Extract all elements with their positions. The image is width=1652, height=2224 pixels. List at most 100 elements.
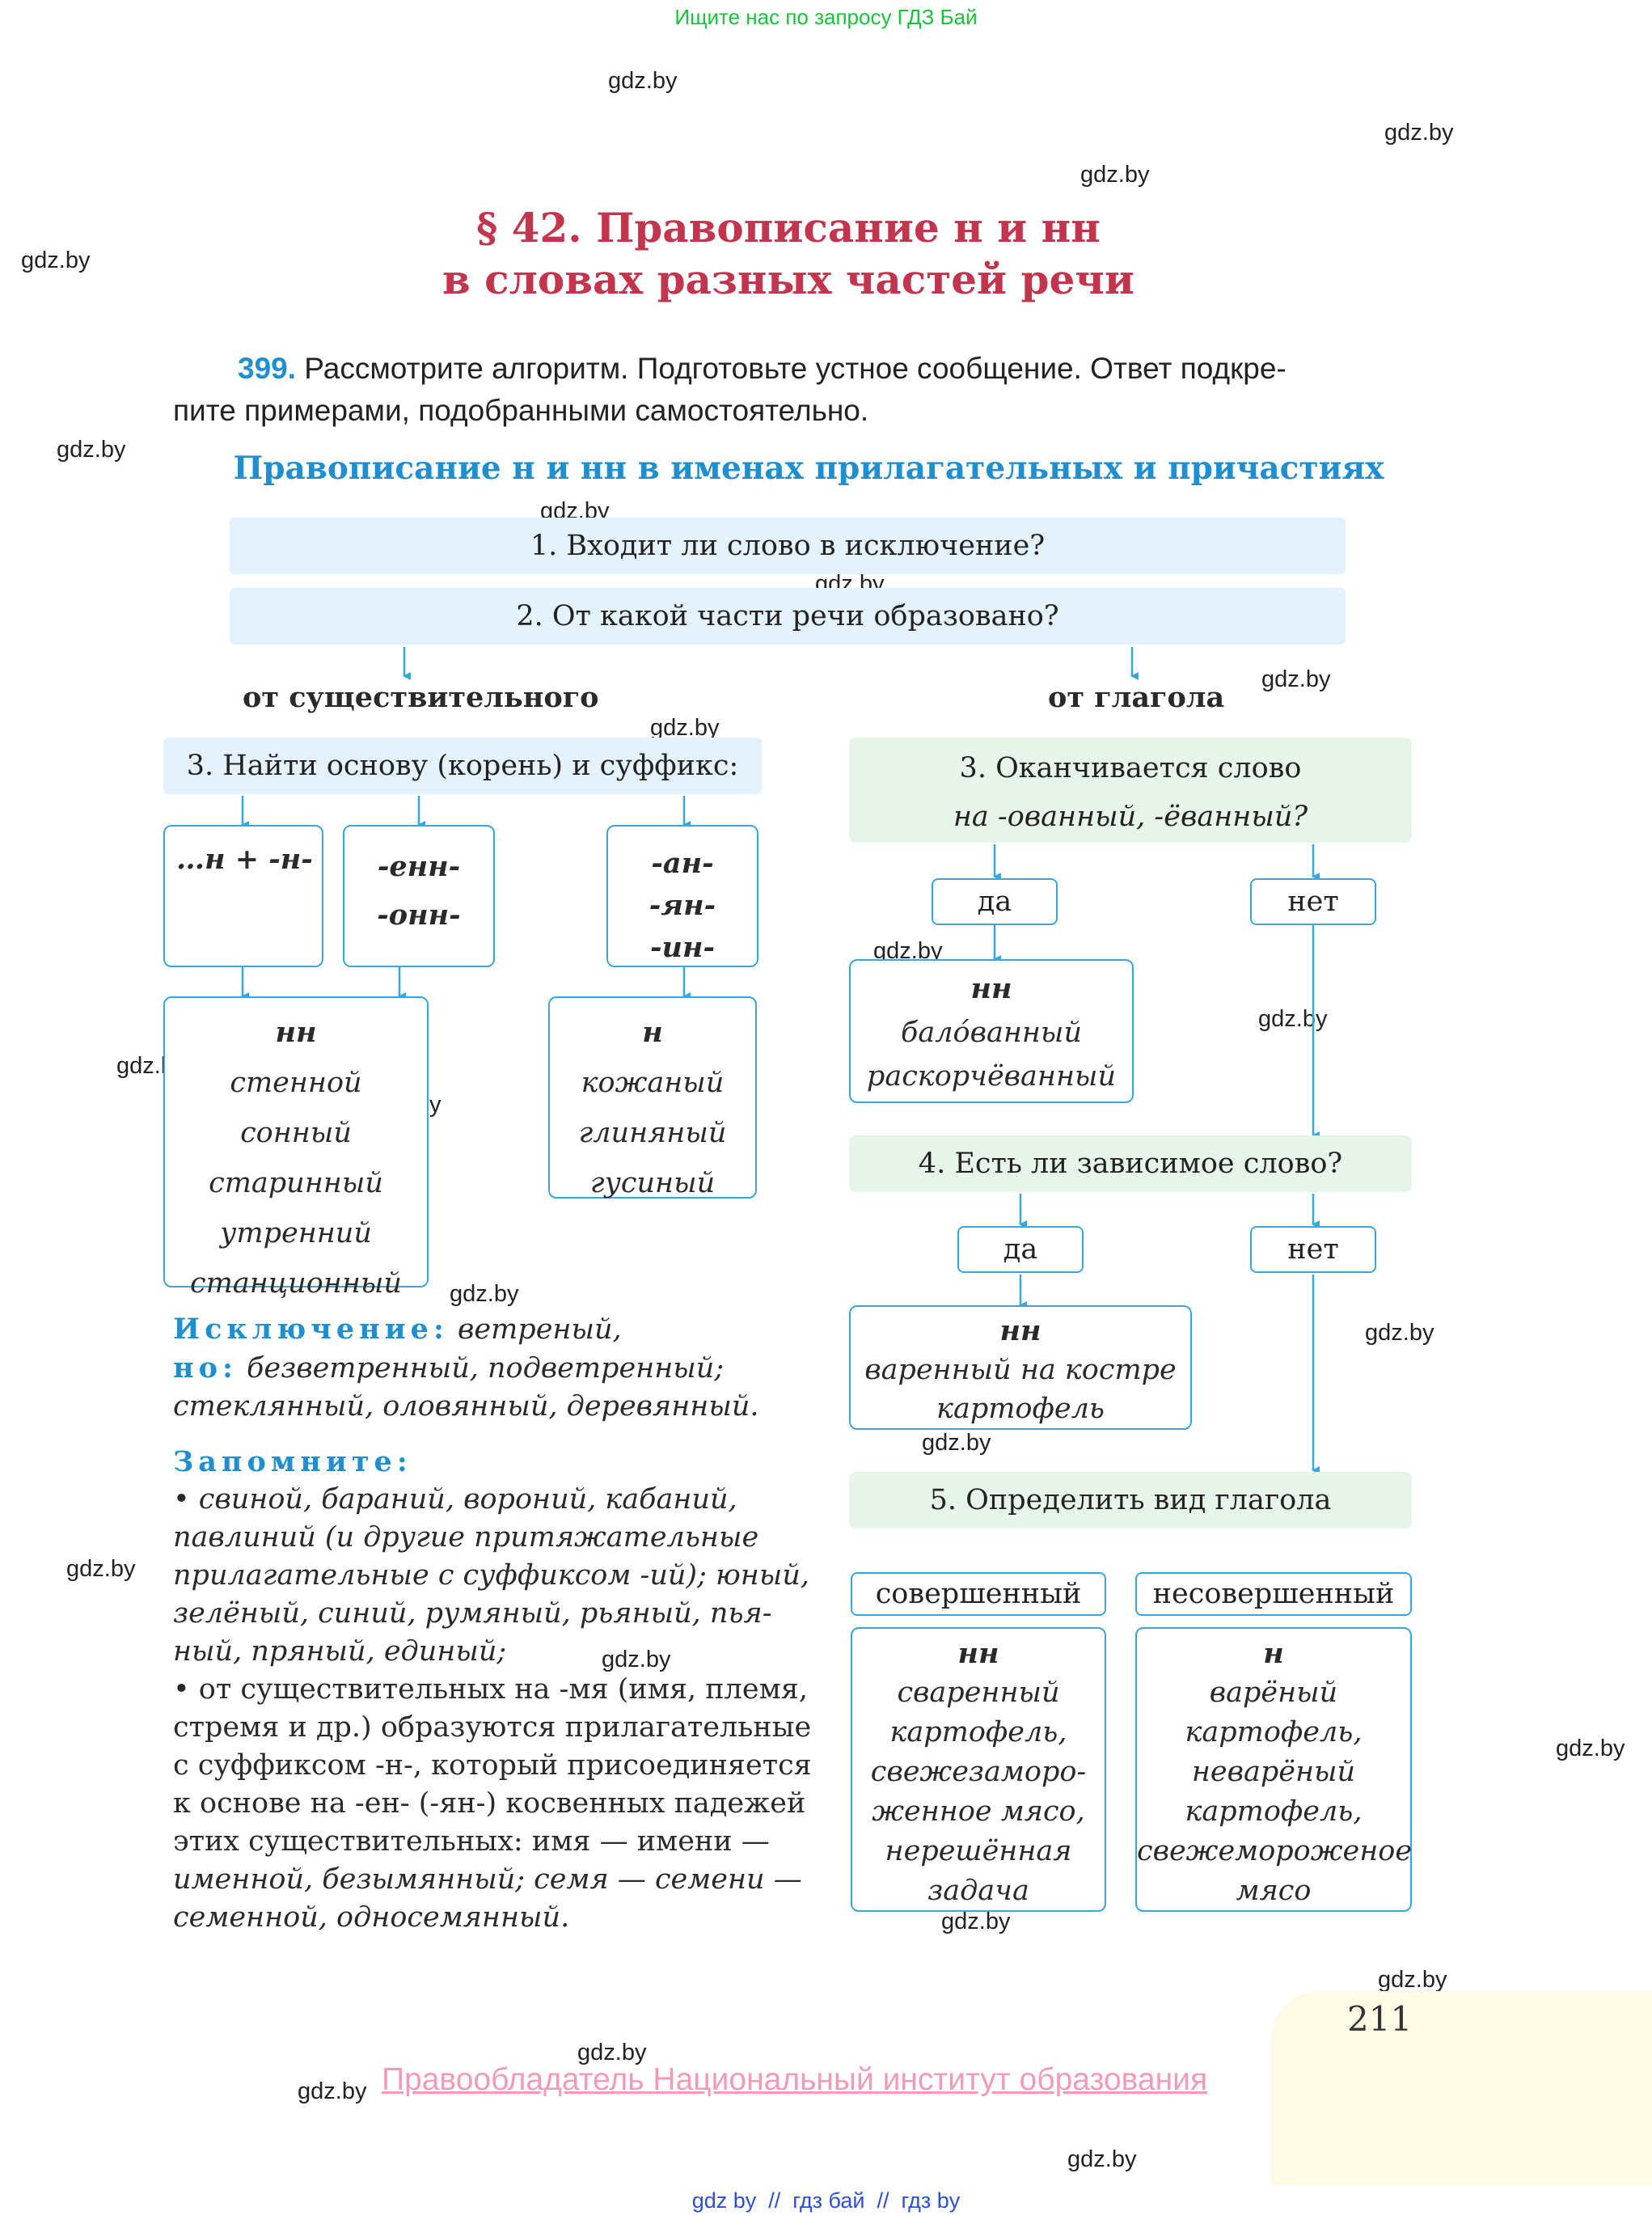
- watermark: gdz.by: [602, 1647, 671, 1672]
- result-header-n: н: [642, 1016, 663, 1049]
- answer-no-step3: нет: [1250, 878, 1376, 925]
- suffix-n-plus-n: …н + -н-: [176, 843, 313, 876]
- result-box-ovanny: нн бало́ванный раскорчёванный: [849, 959, 1134, 1103]
- example-line: мясо: [1236, 1875, 1312, 1907]
- example-word: бало́ванный: [901, 1017, 1082, 1049]
- example-line: задача: [927, 1875, 1029, 1907]
- result-header-n: н: [1263, 1637, 1284, 1670]
- example-word: раскорчёванный: [866, 1060, 1117, 1093]
- example-line: картофель,: [1185, 1795, 1363, 1828]
- suffix-enn: -енн-: [377, 850, 461, 883]
- result-header-nn: нн: [999, 1314, 1041, 1347]
- remember-line: зелёный, синий, румяный, рьяный, пья-: [173, 1597, 772, 1630]
- watermark: gdz.by: [1080, 162, 1150, 188]
- example-line: картофель: [936, 1393, 1105, 1425]
- suffix-in: -ин-: [649, 931, 715, 964]
- suffix-box-enn-onn: -енн- -онн-: [343, 825, 495, 967]
- answer-no-step4: нет: [1250, 1226, 1376, 1273]
- example-line: картофель,: [1185, 1716, 1363, 1748]
- example-word: старинный: [209, 1167, 383, 1199]
- remember-line: павлиний (и другие притяжательные: [173, 1521, 759, 1554]
- remember-line: именной, безымянный; семя — семени —: [173, 1863, 802, 1896]
- exception-block: Исключение: ветреный, но: безветренный, …: [173, 1310, 820, 1426]
- exception-but-label: но:: [173, 1351, 238, 1385]
- watermark: gdz.by: [57, 437, 126, 463]
- suffix-onn: -онн-: [377, 898, 461, 932]
- step-4-bar: 4. Есть ли зависимое слово?: [849, 1135, 1412, 1192]
- label-imperfective: несовершенный: [1135, 1572, 1412, 1616]
- task-text: 399. Рассмотрите алгоритм. Подготовьте у…: [173, 348, 1434, 432]
- exception-line2: безветренный, подветренный;: [247, 1352, 725, 1385]
- section-title-line1: § 42. Правописание н и нн: [476, 204, 1101, 252]
- remember-line: семенной, односемянный.: [173, 1901, 570, 1934]
- remember-block: Запомните: • свиной, бараний, вороний, к…: [173, 1443, 820, 1937]
- example-word: станционный: [190, 1267, 402, 1300]
- example-line: неварёный: [1191, 1756, 1356, 1788]
- example-line: свежемороженое: [1137, 1835, 1413, 1867]
- top-banner: Ищите нас по запросу ГДЗ Бай: [674, 5, 978, 29]
- remember-line: стремя и др.) образуются прилагательные: [173, 1711, 812, 1744]
- result-box-nn-noun: нн стенной сонный старинный утренний ста…: [163, 996, 429, 1300]
- remember-line: с суффиксом -н-, который присоединяется: [173, 1749, 812, 1782]
- result-box-perfective: нн сваренный картофель, свежезаморо- жен…: [851, 1627, 1106, 1912]
- watermark: gdz.by: [650, 715, 720, 741]
- watermark: gdz.by: [922, 1430, 991, 1456]
- answer-yes-step3: да: [932, 878, 1058, 925]
- watermark: gdz.by: [1258, 1006, 1328, 1032]
- example-line: женное мясо,: [872, 1795, 1085, 1828]
- watermark: gdz.by: [450, 1281, 519, 1307]
- copyright-link[interactable]: Правообладатель Национальный институт об…: [382, 2062, 1208, 2097]
- watermark: gdz.by: [1067, 2146, 1137, 2172]
- watermark: gdz.by: [1378, 1967, 1447, 1993]
- example-word: сонный: [240, 1117, 352, 1149]
- footer-links[interactable]: gdz by // гдз бай // гдз by: [691, 2188, 961, 2213]
- example-line: свежезаморо-: [870, 1756, 1087, 1788]
- task-number: 399.: [238, 352, 297, 385]
- example-line: картофель,: [889, 1716, 1067, 1748]
- suffix-an: -ан-: [651, 847, 714, 880]
- step-3-verb-bar: 3. Оканчивается слово на -ованный, -ёван…: [849, 738, 1412, 843]
- watermark: gdz.by: [21, 247, 91, 273]
- section-title-line2: в словах разных частей речи: [442, 256, 1134, 303]
- example-line: нерешённая: [885, 1835, 1072, 1867]
- example-line: варёный: [1209, 1676, 1338, 1709]
- exception-label: Исключение:: [173, 1313, 449, 1346]
- result-box-n-noun: н кожаный глиняный гусиный: [548, 996, 757, 1199]
- watermark: gdz.by: [577, 2040, 647, 2065]
- result-box-dependent: нн варенный на костре картофель: [849, 1305, 1192, 1430]
- suffix-box-n-plus-n: …н + -н-: [163, 825, 323, 967]
- remember-line: • свиной, бараний, вороний, кабаний,: [173, 1483, 737, 1516]
- suffix-box-an-yan-in: -ан- -ян- -ин-: [606, 825, 758, 967]
- algorithm-title: Правописание н и нн в именах прилагатель…: [233, 450, 1384, 487]
- answer-yes-step4: да: [957, 1226, 1084, 1273]
- watermark: gdz.by: [1365, 1320, 1434, 1346]
- task-line2: пите примерами, подобранными самостоятел…: [173, 394, 869, 427]
- result-header-nn: нн: [275, 1016, 317, 1049]
- remember-line: прилагательные с суффиксом -ий); юный,: [173, 1559, 810, 1592]
- example-word: стенной: [230, 1067, 362, 1099]
- watermark: gdz.by: [298, 2078, 367, 2104]
- example-line: варенный на костре: [864, 1354, 1177, 1386]
- label-perfective: совершенный: [851, 1572, 1106, 1616]
- watermark: gdz.by: [608, 68, 678, 94]
- exception-line3: стеклянный, оловянный, деревянный.: [173, 1390, 759, 1423]
- step-3-verb-line2: на -ованный, -ёванный?: [953, 801, 1308, 833]
- result-header-nn: нн: [957, 1637, 999, 1670]
- step-5-bar: 5. Определить вид глагола: [849, 1472, 1412, 1528]
- branch-verb-label: от глагола: [1048, 681, 1225, 714]
- watermark: gdz.by: [66, 1556, 136, 1582]
- example-word: утренний: [220, 1217, 372, 1249]
- example-line: сваренный: [897, 1676, 1060, 1709]
- step-3-noun-bar: 3. Найти основу (корень) и суффикс:: [163, 738, 762, 794]
- branch-noun-label: от существительного: [243, 681, 599, 714]
- step-3-verb-line1: 3. Оканчивается слово: [959, 752, 1302, 784]
- remember-line: этих существительных: имя — имени —: [173, 1825, 770, 1858]
- example-word: гусиный: [589, 1167, 716, 1199]
- watermark: gdz.by: [1556, 1736, 1625, 1761]
- remember-line: • от существительных на -мя (имя, племя,: [173, 1673, 809, 1706]
- watermark: gdz.by: [1384, 120, 1454, 146]
- step-2-bar: 2. От какой части речи образовано?: [230, 588, 1346, 645]
- task-line1: Рассмотрите алгоритм. Подготовьте устное…: [304, 352, 1287, 385]
- example-word: кожаный: [581, 1067, 725, 1099]
